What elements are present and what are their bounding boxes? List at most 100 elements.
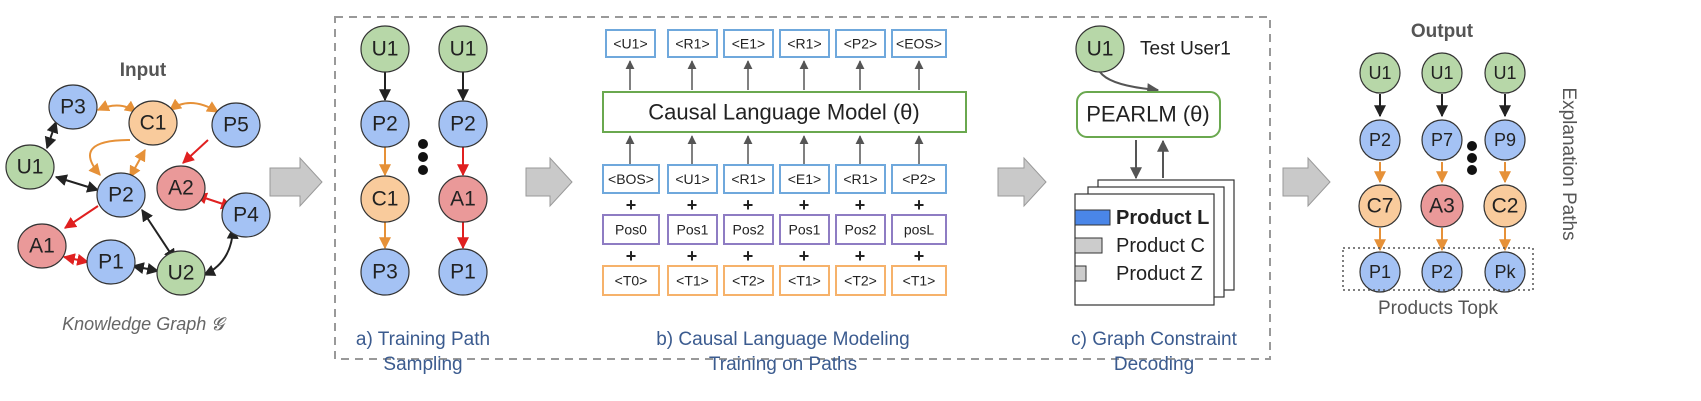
svg-text:+: + [914,246,925,266]
in-token-5: <P2> [891,164,947,194]
out2-node-p7: P7 [1421,119,1463,161]
causal-language-modeling: Causal Language Model (θ) <U1> <R1> <E1>… [602,29,967,375]
pos-token-3: Pos1 [779,214,830,245]
svg-text:P3: P3 [372,261,398,284]
svg-text:P2: P2 [1431,262,1453,282]
in-token-3: <E1> [779,164,830,194]
svg-text:+: + [914,195,925,215]
type-token-0: <T0> [602,265,660,296]
topk-products-box [1342,247,1534,291]
kg-node-u2: U2 [156,250,206,296]
input-title: Input [120,60,167,81]
pos-token-0: Pos0 [602,214,660,245]
svg-text:P2: P2 [450,113,476,136]
kg-node-p5: P5 [211,102,261,148]
svg-text:posL: posL [904,222,935,238]
kg-node-p4: P4 [221,192,271,238]
decoding-user-node: U1 [1075,25,1125,73]
svg-text:U2: U2 [168,262,195,285]
sample2-node-p1: P1 [438,248,488,296]
svg-text:<P2>: <P2> [844,36,877,52]
svg-text:A1: A1 [29,235,55,258]
svg-text:U1: U1 [450,38,477,61]
svg-text:P9: P9 [1494,130,1516,150]
svg-text:<EOS>: <EOS> [896,36,942,52]
svg-text:<R1>: <R1> [843,171,877,187]
svg-text:+: + [799,246,810,266]
svg-text:U1: U1 [17,156,44,179]
out-token-0: <U1> [605,29,656,58]
svg-text:C7: C7 [1367,195,1394,218]
svg-text:C1: C1 [140,112,167,135]
svg-text:P2: P2 [1369,130,1391,150]
svg-text:A3: A3 [1429,195,1455,218]
explanation-paths-label: Explanation Paths [1558,87,1579,240]
svg-text:U1: U1 [1087,38,1114,61]
pipeline-dashed-box [334,16,1271,360]
decoding-caption-line1: c) Graph Constraint [1071,329,1238,350]
out1-node-p2: P2 [1359,119,1401,161]
pos-token-2: Pos2 [723,214,774,245]
out1-node-p1: P1 [1359,251,1401,293]
sampling-ellipsis-icon [418,139,428,175]
svg-text:<E1>: <E1> [732,36,765,52]
type-token-5: <T1> [891,265,947,296]
svg-text:<T1>: <T1> [903,273,936,289]
svg-text:<T2>: <T2> [732,273,765,289]
svg-text:<T1>: <T1> [676,273,709,289]
svg-text:P4: P4 [233,204,259,227]
clm-output-tokens: <U1> <R1> <E1> <R1> <P2> <EOS> [605,29,947,58]
in-token-4: <R1> [835,164,886,194]
svg-text:+: + [855,195,866,215]
plus-row-1: + + + + + + [626,195,925,215]
pos-token-1: Pos1 [667,214,718,245]
svg-text:+: + [626,195,637,215]
kg-node-c1: C1 [128,100,178,146]
sample2-node-u1: U1 [438,25,488,73]
kg-caption: Knowledge Graph 𝓖 [62,314,227,334]
svg-text:<U1>: <U1> [675,171,709,187]
svg-text:A1: A1 [450,188,476,211]
svg-text:<E1>: <E1> [788,171,821,187]
svg-text:<T2>: <T2> [844,273,877,289]
type-token-4: <T2> [835,265,886,296]
out-token-5: <EOS> [891,29,947,58]
output-title: Output [1411,21,1474,42]
training-path-sampling: U1 P2 C1 P3 U1 P2 A1 P1 a) Training Path… [356,25,490,375]
svg-text:C1: C1 [372,188,399,211]
svg-text:<T0>: <T0> [615,273,648,289]
decoding-user-label: Test User1 [1140,39,1231,60]
plus-row-2: + + + + + + [626,246,925,266]
svg-text:<T1>: <T1> [788,273,821,289]
input-knowledge-graph: Input P3 C1 P5 U1 P2 A2 P4 A1 P1 U2 Know… [5,60,271,334]
svg-text:+: + [743,246,754,266]
decoding-caption-line2: Decoding [1114,354,1194,375]
clm-input-tokens: <BOS> <U1> <R1> <E1> <R1> <P2> [602,164,947,194]
pos-token-5: posL [891,214,947,245]
svg-text:P1: P1 [450,261,476,284]
clm-caption-line1: b) Causal Language Modeling [656,329,910,350]
svg-text:P7: P7 [1431,130,1453,150]
svg-text:Product L: Product L [1116,207,1209,229]
type-token-2: <T2> [723,265,774,296]
svg-text:Pk: Pk [1494,262,1516,282]
svg-text:<R1>: <R1> [787,36,821,52]
svg-text:U1: U1 [1368,63,1391,83]
product-item-c: Product C [1074,235,1205,257]
svg-text:C2: C2 [1492,195,1519,218]
out1-node-u1: U1 [1359,52,1401,94]
kg-node-p1: P1 [86,239,136,285]
flow-arrow-1 [269,156,323,208]
clm-model-label: Causal Language Model (θ) [648,100,920,125]
output-ellipsis-icon [1467,141,1477,175]
svg-text:Pos0: Pos0 [615,222,647,238]
svg-text:+: + [855,246,866,266]
pearlm-model-label: PEARLM (θ) [1086,102,1209,127]
svg-text:Pos2: Pos2 [733,222,765,238]
svg-text:U1: U1 [1493,63,1516,83]
svg-text:Pos2: Pos2 [845,222,877,238]
sample1-node-p3: P3 [360,248,410,296]
svg-text:<BOS>: <BOS> [608,171,654,187]
out-token-1: <R1> [667,29,718,58]
out2-node-p2: P2 [1421,251,1463,293]
